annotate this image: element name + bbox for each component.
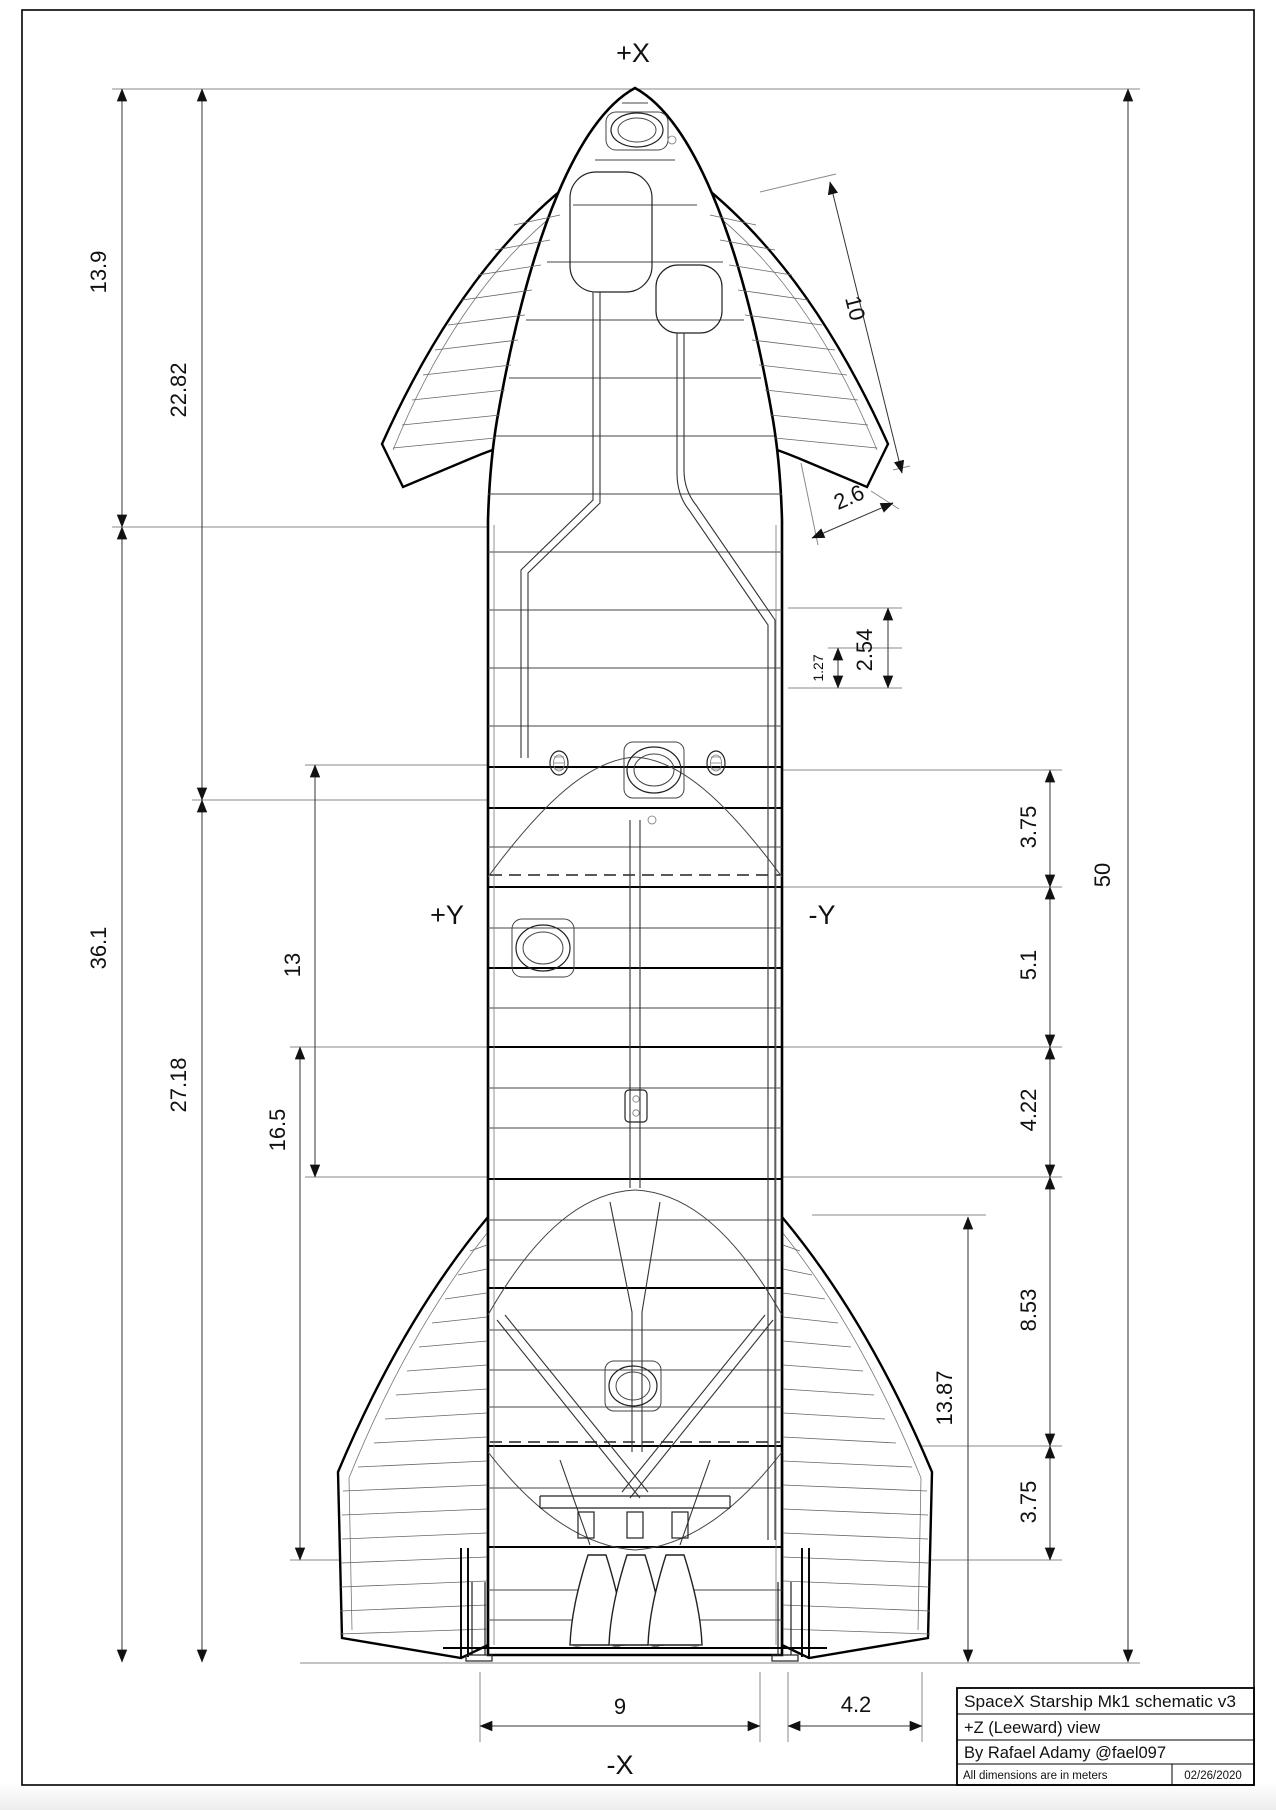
engine-section-port [604,1360,662,1412]
dim-canard-length-line [827,181,905,474]
dim-canard-length-label: 10 [840,293,870,323]
dim-lower-section-label: 36.1 [86,927,111,970]
axis-plus-y-label: +Y [430,900,464,930]
dim-upper-section-label: 22.82 [166,362,191,417]
axis-labels: +X -X +Y -Y [430,38,835,1780]
dim-tank-section-label: 27.18 [166,1057,191,1112]
dim-half-ring-label: 1.27 [810,654,826,681]
tank-access-port [511,918,575,978]
dim-mid-tank-label: 13 [280,953,305,977]
fin-hatching [339,214,931,1635]
title-block-date: 02/26/2020 [1184,1770,1242,1782]
ring-lines [488,102,782,1645]
dim-seg4-label: 8.53 [1016,1289,1041,1332]
title-block-view: +Z (Leeward) view [964,1719,1100,1737]
dimensions [116,88,1134,1732]
nose-tip-port [605,111,677,151]
instrument-panel [624,1089,648,1123]
dim-base-width-label: 9 [614,1694,626,1719]
dim-seg2-label: 5.1 [1016,950,1041,981]
common-dome [487,756,783,878]
dim-lower-tank-label: 16.5 [265,1109,290,1152]
vehicle-outline [486,86,784,1657]
dimension-labels: 13.9 22.82 36.1 27.18 13 16.5 3.75 5.1 4… [86,251,1115,1719]
title-block: SpaceX Starship Mk1 schematic v3 +Z (Lee… [956,1687,1255,1786]
dome-fitting-left [549,750,569,776]
dim-ring-pitch-label: 2.54 [852,629,877,672]
dim-total-height-label: 50 [1090,863,1115,887]
header-tank-1 [569,171,653,293]
drawing-frame [21,9,1255,1786]
internal-structure [487,111,783,1551]
engine-section [496,1314,774,1649]
dim-canard-tip-line [811,502,894,539]
aft-fin-left [336,1213,490,1660]
dim-seg-top-label: 3.75 [1016,806,1041,849]
title-block-author: By Rafael Adamy @fael097 [964,1744,1166,1762]
title-block-title: SpaceX Starship Mk1 schematic v3 [964,1693,1236,1711]
landing-gear [443,1548,827,1662]
dim-fin-height-label: 13.87 [932,1370,957,1425]
axis-minus-x-label: -X [607,1750,634,1780]
dim-fin-overhang-label: 4.2 [841,1692,872,1717]
lower-dome [487,1189,783,1316]
downcomer-pipe-right [676,333,776,1540]
axis-minus-y-label: -Y [809,900,836,930]
title-block-note: All dimensions are in meters [963,1770,1108,1782]
dome-fitting-right [706,750,726,776]
dim-seg3-label: 4.22 [1016,1089,1041,1132]
dim-nose-section-label: 13.9 [86,251,111,294]
aft-fin-right [780,1213,934,1660]
axis-plus-x-label: +X [616,38,650,68]
header-tank-2 [655,264,723,334]
downcomer-pipe-left [520,292,601,758]
forward-dome-port [623,741,685,799]
aft-dome [487,1451,783,1551]
center-pipe [629,820,641,1188]
dim-seg-bottom-label: 3.75 [1016,1481,1041,1524]
aft-fins [336,1213,934,1660]
